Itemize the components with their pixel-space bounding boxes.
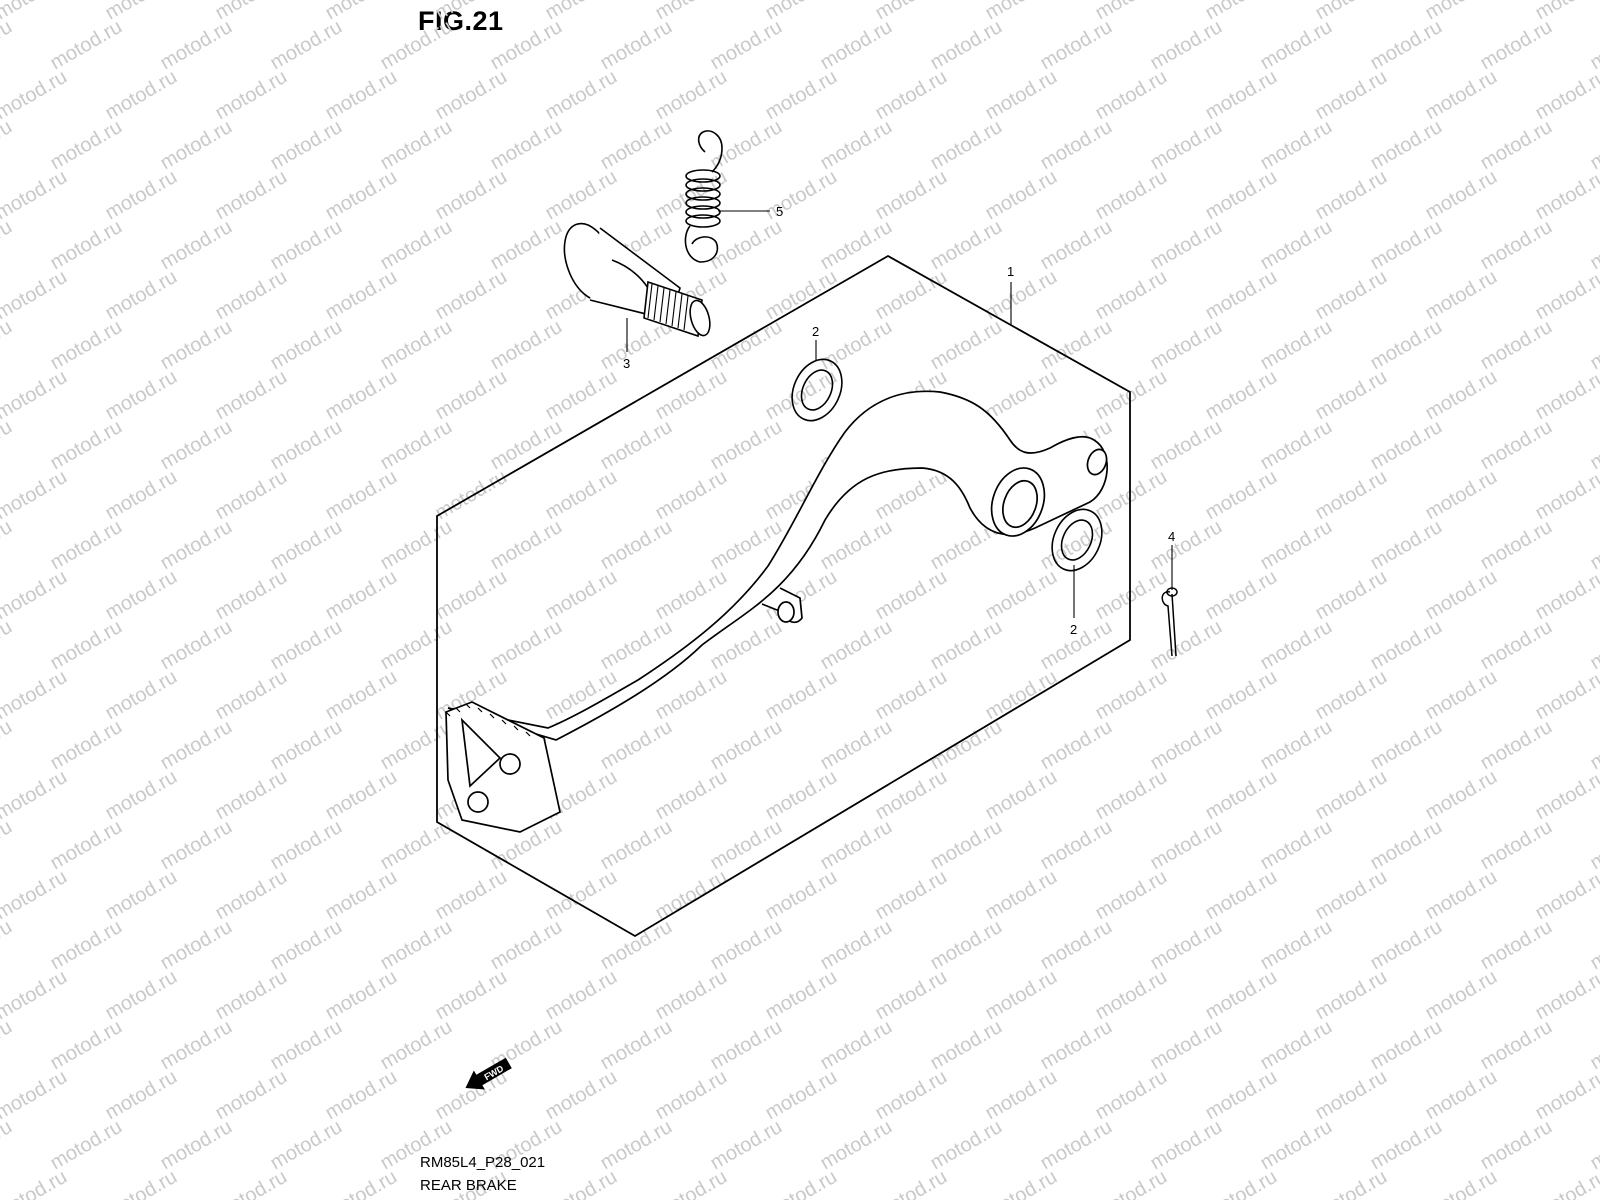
watermark-text: motod.ru: [1202, 1166, 1281, 1200]
watermark-text: motod.ru: [542, 1166, 621, 1200]
watermark-text: motod.ru: [1532, 566, 1600, 625]
watermark-text: motod.ru: [982, 1166, 1061, 1200]
watermark-text: motod.ru: [0, 316, 16, 375]
washer-lower: [1051, 508, 1103, 572]
watermark-text: motod.ru: [0, 1116, 16, 1175]
callout-1: 1: [1007, 264, 1014, 279]
watermark-text: motod.ru: [0, 366, 71, 425]
watermark-text: motod.ru: [102, 1166, 181, 1200]
watermark-text: motod.ru: [762, 1166, 841, 1200]
watermark-text: motod.ru: [1532, 1166, 1600, 1200]
watermark-text: motod.ru: [0, 566, 71, 625]
watermark-text: motod.ru: [0, 516, 16, 575]
leader-lines: [626, 210, 1173, 618]
watermark-text: motod.ru: [0, 816, 16, 875]
callout-5: 5: [776, 204, 783, 219]
watermark-text: motod.ru: [1532, 666, 1600, 725]
cotter-pin: [1161, 587, 1178, 657]
callout-2-upper: 2: [812, 324, 819, 339]
watermark-text: motod.ru: [1587, 1116, 1600, 1175]
watermark-text: motod.ru: [1532, 66, 1600, 125]
watermark-text: motod.ru: [1587, 1016, 1600, 1075]
fig-title: FIG.21: [418, 6, 504, 36]
watermark-text: motod.ru: [1587, 716, 1600, 775]
callout-4: 4: [1168, 529, 1175, 544]
watermark-text: motod.ru: [0, 666, 71, 725]
watermark-text: motod.ru: [0, 216, 16, 275]
watermark-text: motod.ru: [1532, 466, 1600, 525]
watermark-text: motod.ru: [1532, 166, 1600, 225]
watermark-text: motod.ru: [0, 1166, 71, 1200]
watermark-text: motod.ru: [1532, 766, 1600, 825]
watermark-text: motod.ru: [1587, 416, 1600, 475]
watermark-text: motod.ru: [0, 616, 16, 675]
watermark-text: motod.ru: [0, 16, 16, 75]
watermark-text: motod.ru: [1532, 866, 1600, 925]
watermark-text: motod.ru: [1587, 16, 1600, 75]
watermark-text: motod.ru: [0, 116, 16, 175]
watermark-text: motod.ru: [652, 1166, 731, 1200]
watermark-text: motod.ru: [1312, 1166, 1391, 1200]
watermark-text: motod.ru: [1587, 616, 1600, 675]
pivot-bolt: [563, 222, 711, 338]
watermark-text: motod.ru: [1532, 1066, 1600, 1125]
watermark-text: motod.ru: [0, 866, 71, 925]
watermark-text: motod.ru: [0, 966, 71, 1025]
watermark-text: motod.ru: [1587, 316, 1600, 375]
watermark-text: motod.ru: [1587, 516, 1600, 575]
watermark-text: motod.ru: [0, 766, 71, 825]
watermark-text: motod.ru: [1422, 1166, 1501, 1200]
watermark-text: motod.ru: [1092, 1166, 1171, 1200]
assembly-box: [436, 254, 1131, 938]
return-spring: [684, 130, 723, 263]
callout-3: 3: [623, 356, 630, 371]
watermark-text: motod.ru: [0, 166, 71, 225]
watermark-text: motod.ru: [1532, 966, 1600, 1025]
watermark-text: motod.ru: [872, 1166, 951, 1200]
watermark-text: motod.ru: [0, 916, 16, 975]
callout-2-lower: 2: [1070, 622, 1077, 637]
watermark-text: motod.ru: [1587, 816, 1600, 875]
diagram-code: RM85L4_P28_021: [420, 1154, 546, 1171]
watermark-text: motod.ru: [0, 0, 71, 24]
watermark-text: motod.ru: [1532, 366, 1600, 425]
watermark-text: motod.ru: [322, 1166, 401, 1200]
watermark-text: motod.ru: [0, 466, 71, 525]
watermark-text: motod.ru: [212, 1166, 291, 1200]
watermark-text: motod.ru: [0, 1016, 16, 1075]
watermark-text: motod.ru: [0, 266, 71, 325]
watermark-text: motod.ru: [0, 716, 16, 775]
washer-upper: [791, 358, 843, 422]
watermark-text: motod.ru: [0, 416, 16, 475]
watermark-text: motod.ru: [1587, 216, 1600, 275]
watermark-text: motod.ru: [1587, 916, 1600, 975]
watermark-text: motod.ru: [1532, 266, 1600, 325]
brake-pedal: [445, 390, 1108, 833]
watermark-text: motod.ru: [0, 66, 71, 125]
watermark-text: motod.ru: [1587, 116, 1600, 175]
watermark-text: motod.ru: [0, 1066, 71, 1125]
diagram-caption: REAR BRAKE: [420, 1177, 517, 1194]
